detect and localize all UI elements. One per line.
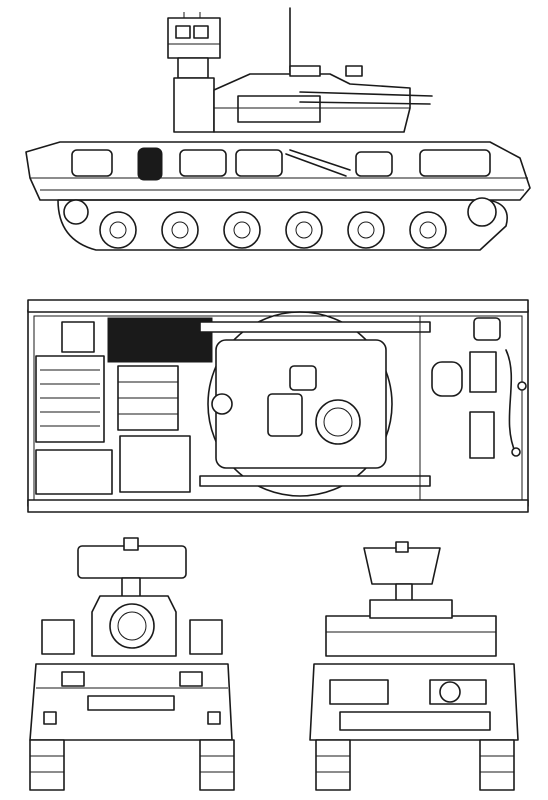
missile-pod-right bbox=[189, 619, 223, 655]
track bbox=[57, 197, 508, 251]
road-wheel-hub bbox=[233, 221, 251, 239]
road-wheel-icon bbox=[347, 211, 385, 249]
side-view bbox=[25, 7, 531, 251]
top-view bbox=[27, 299, 529, 513]
road-wheel-hub bbox=[419, 221, 437, 239]
road-wheel-hub bbox=[357, 221, 375, 239]
front-gun-mantlet bbox=[109, 603, 155, 649]
commander-hatch bbox=[315, 399, 361, 445]
rear-view bbox=[309, 541, 519, 791]
engine-deck-grille bbox=[35, 355, 105, 443]
rear-radar-array bbox=[363, 547, 441, 585]
road-wheel-hub bbox=[109, 221, 127, 239]
front-track-right bbox=[199, 739, 235, 791]
road-wheel-icon bbox=[99, 211, 137, 249]
sensor-mast bbox=[177, 57, 209, 79]
road-wheel-icon bbox=[409, 211, 447, 249]
turret bbox=[213, 65, 433, 133]
rear-turret bbox=[325, 615, 497, 657]
idler-wheel bbox=[63, 199, 89, 225]
dark-panel bbox=[107, 317, 213, 363]
road-wheel-hub bbox=[295, 221, 313, 239]
road-wheel-icon bbox=[285, 211, 323, 249]
road-wheel-icon bbox=[161, 211, 199, 249]
hatch-dark bbox=[137, 147, 163, 181]
front-track-left bbox=[29, 739, 65, 791]
hull bbox=[25, 141, 531, 201]
rear-track-left bbox=[315, 739, 351, 791]
radar-head bbox=[167, 12, 221, 59]
road-wheel-hub bbox=[171, 221, 189, 239]
drive-sprocket bbox=[467, 197, 497, 227]
turret-column bbox=[173, 77, 215, 133]
turret-ring bbox=[207, 311, 393, 497]
front-view bbox=[29, 537, 235, 791]
gun-barrel-upper bbox=[299, 91, 433, 97]
gun-barrel-lower bbox=[299, 101, 431, 105]
missile-pod-left bbox=[41, 619, 75, 655]
rear-track-right bbox=[479, 739, 515, 791]
road-wheel-icon bbox=[223, 211, 261, 249]
